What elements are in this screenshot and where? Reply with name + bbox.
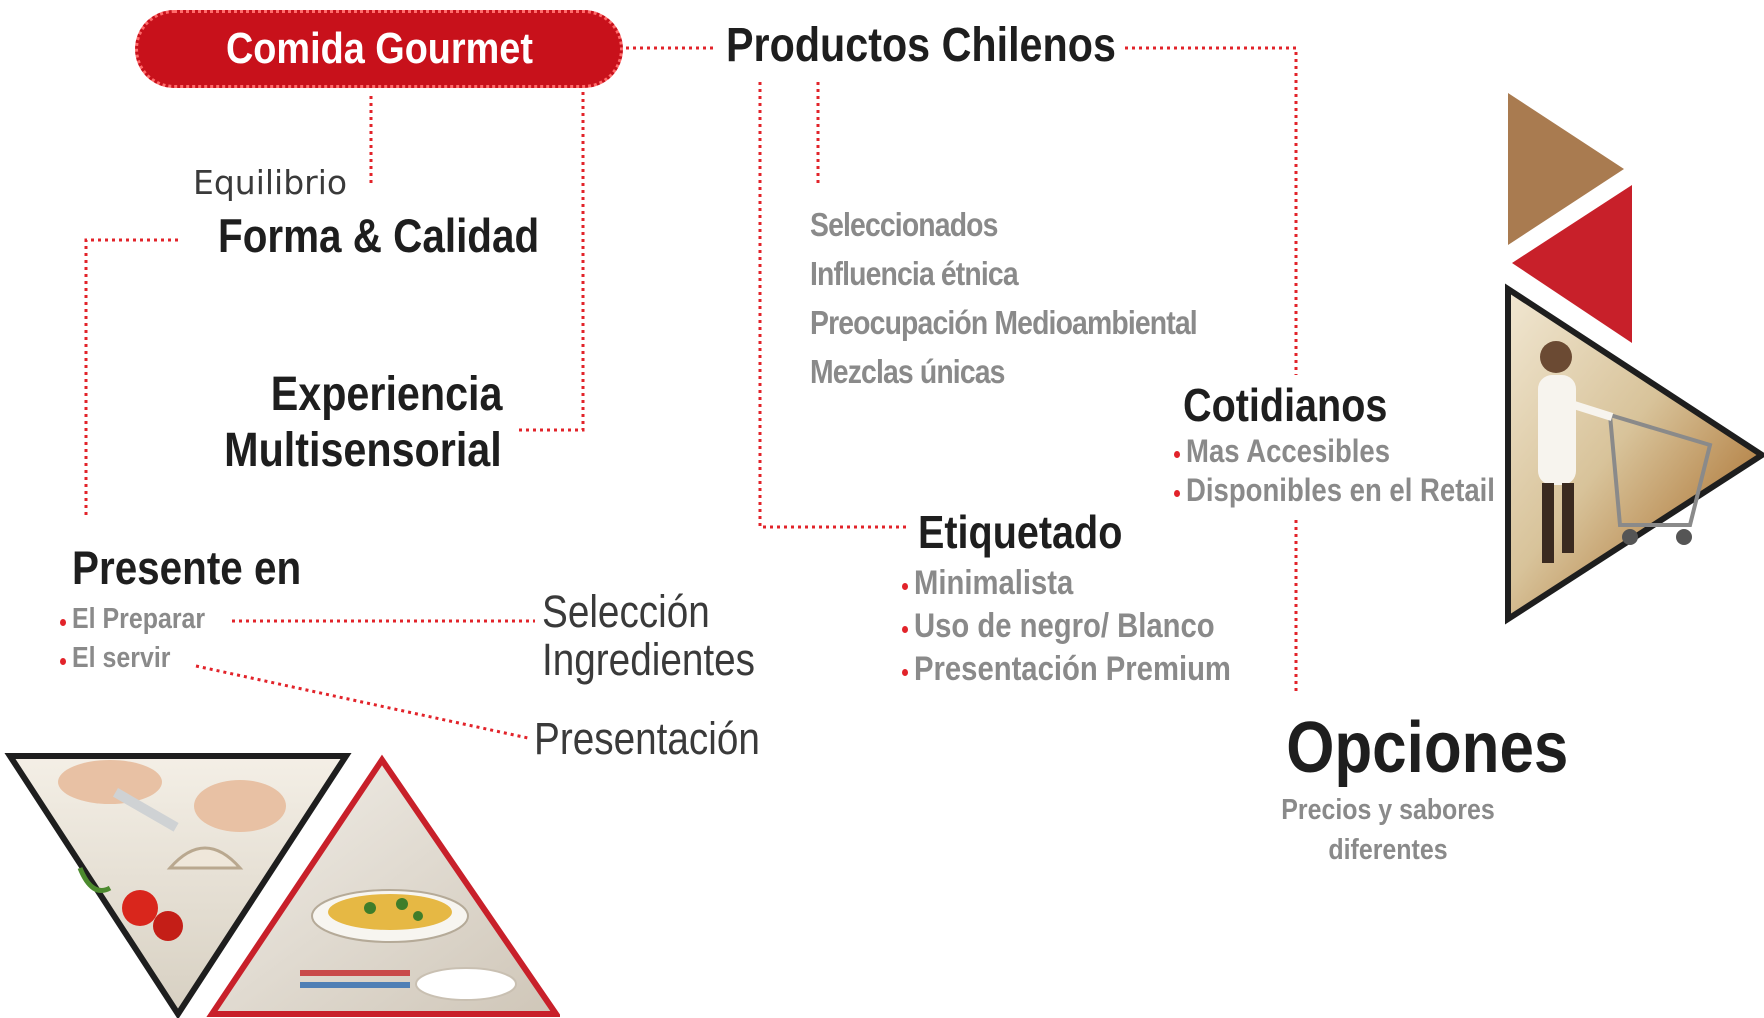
list-item: El servir	[60, 639, 205, 678]
link-servir-presentacion	[195, 664, 529, 740]
forma-calidad-title: Forma & Calidad	[218, 209, 540, 262]
decorative-triangles-left	[4, 753, 560, 1018]
list-item: Presentación Premium	[902, 648, 1231, 691]
list-item: Influencia étnica	[810, 255, 1019, 292]
presente-en-list: El Preparar El servir	[60, 600, 205, 678]
link-productos-cotidianos	[1125, 46, 1298, 375]
presente-en-title: Presente en	[72, 541, 302, 594]
link-productos-etiquetado	[758, 82, 910, 529]
decorative-triangles-right	[1505, 93, 1764, 625]
opciones-line2: diferentes	[1328, 834, 1448, 866]
list-item: Preocupación Medioambiental	[810, 304, 1198, 341]
dish-scene	[300, 889, 517, 1001]
comida-gourmet-pill: Comida Gourmet	[135, 10, 623, 88]
link-forma-presente	[84, 238, 178, 518]
experiencia-line2: Multisensorial	[224, 424, 502, 477]
list-item: Disponibles en el Retail	[1174, 471, 1495, 510]
productos-list: Seleccionados Influencia étnica Preocupa…	[810, 200, 1198, 396]
productos-chilenos-title: Productos Chilenos	[726, 19, 1116, 72]
red-triangle	[1512, 185, 1632, 343]
list-item: Seleccionados	[810, 206, 998, 243]
comida-gourmet-label: Comida Gourmet	[225, 24, 533, 73]
list-item: Mas Accesibles	[1174, 432, 1495, 471]
cooking-scene	[58, 760, 286, 941]
shopper-figure	[1538, 341, 1713, 563]
list-item: Uso de negro/ Blanco	[902, 605, 1231, 648]
cotidianos-title: Cotidianos	[1183, 379, 1388, 431]
etiquetado-title: Etiquetado	[918, 506, 1123, 558]
etiquetado-list: Minimalista Uso de negro/ Blanco Present…	[902, 562, 1231, 691]
opciones-line1: Precios y sabores	[1281, 794, 1495, 826]
experiencia-line1: Experiencia	[270, 368, 502, 421]
presentacion-label: Presentación	[534, 713, 760, 764]
seleccion-line1: Selección	[542, 586, 710, 637]
dish-photo-triangle	[206, 754, 560, 1017]
equilibrio-label: Equilibrio	[193, 163, 348, 202]
tan-triangle	[1508, 93, 1624, 245]
list-item: Minimalista	[902, 562, 1231, 605]
list-item: El Preparar	[60, 600, 205, 639]
link-gourmet-experiencia	[516, 92, 585, 432]
list-item: Mezclas únicas	[810, 353, 1005, 390]
seleccion-line2: Ingredientes	[542, 634, 756, 685]
opciones-title: Opciones	[1286, 708, 1569, 788]
cotidianos-list: Mas Accesibles Disponibles en el Retail	[1174, 432, 1495, 510]
